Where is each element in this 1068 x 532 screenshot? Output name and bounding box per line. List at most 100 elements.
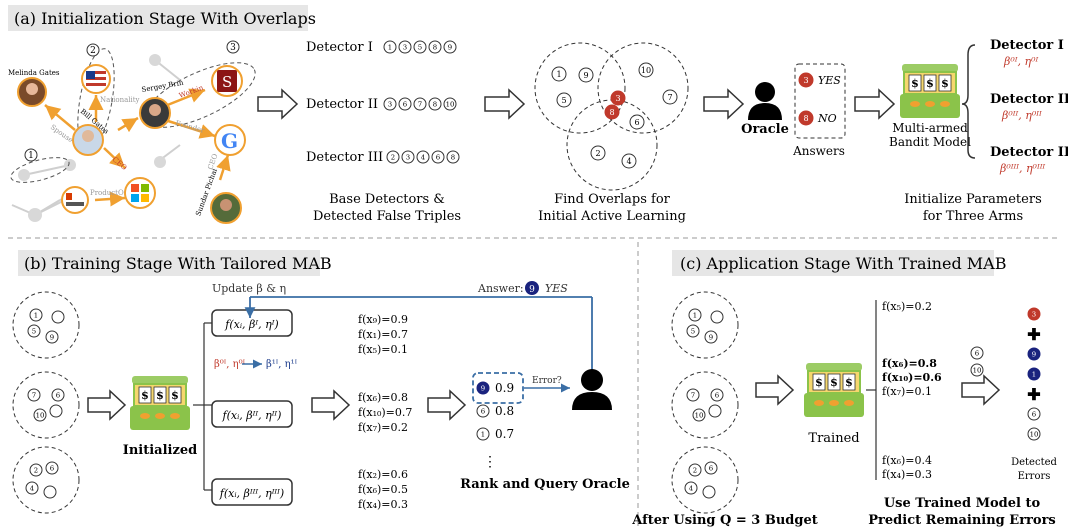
score-value: f(x₁₀)=0.7 <box>358 406 412 419</box>
detector-item: 6 <box>431 150 445 164</box>
circled-number-text: 6 <box>715 392 719 400</box>
circled-number-text: 3 <box>406 154 410 162</box>
rank-item: 1 <box>476 427 490 441</box>
branch-lines <box>193 322 212 491</box>
svg-text:G: G <box>221 129 238 153</box>
score-value: f(x₆)=0.4 <box>882 454 932 467</box>
score-function: f(xᵢ, βᴵᴵ, ηᴵᴵ) <box>222 409 282 422</box>
branch-lines-c <box>866 300 877 480</box>
bandit-machine-icon: $$$ <box>804 363 864 417</box>
feedback-loop <box>244 296 593 370</box>
circled-number-text: 2 <box>693 467 697 475</box>
cluster-circle <box>12 371 80 439</box>
stage-b-title: (b) Training Stage With Tailored MAB <box>24 254 332 273</box>
score-value: f(x₆)=0.5 <box>358 483 408 496</box>
cluster-circle <box>12 291 80 359</box>
detector-name: Detector II <box>306 97 378 112</box>
venn-item: 7 <box>662 89 678 105</box>
detector-item: 3 <box>401 150 415 164</box>
circled-number-text: 5 <box>32 328 36 336</box>
office-logo-icon <box>61 186 89 214</box>
venn-item: 6 <box>629 114 645 130</box>
stage-b: (b) Training Stage With Tailored MAB 1 5 9… <box>12 250 630 514</box>
caption-detectors-1: Base Detectors & <box>329 192 445 207</box>
score-value: f(x₁₀)=0.6 <box>882 371 942 384</box>
avatar <box>139 97 171 129</box>
error-label: Error? <box>532 376 562 386</box>
stage-a-title: (a) Initialization Stage With Overlaps <box>14 9 316 28</box>
circled-number-text: 7 <box>32 392 36 400</box>
circled-number-text: 6 <box>634 118 639 127</box>
detector-item: 9 <box>443 40 457 54</box>
venn-item: 2 <box>590 145 606 161</box>
answer-item: 3 <box>798 72 814 88</box>
stage-c-caption-2: Predict Remaining Errors <box>868 513 1055 528</box>
circled-number-text: 8 <box>803 114 808 123</box>
circled-number-text: 10 <box>1030 431 1039 439</box>
answer-label: Answer: <box>477 282 524 295</box>
stage-a-title-bg <box>8 5 308 31</box>
circled-number-text: 1 <box>481 431 485 439</box>
price-symbol: $ <box>911 77 919 90</box>
answer-text: YES <box>818 74 841 87</box>
detected-item: 3 <box>1027 307 1041 321</box>
circled-number-text: 6 <box>975 350 979 358</box>
cluster-item: 2 <box>688 463 702 477</box>
cluster-item: 6 <box>704 461 718 475</box>
cluster-item: 7 <box>686 388 700 402</box>
circled-number-text: 5 <box>418 44 422 52</box>
circled-number-text: 4 <box>30 485 35 493</box>
circled-number-text: 3 <box>615 94 620 103</box>
score-value: f(x₇)=0.2 <box>358 421 408 434</box>
score-value: f(x₉)=0.9 <box>358 313 408 326</box>
circled-number-text: 10 <box>641 66 651 75</box>
price-symbol: $ <box>156 389 164 402</box>
circled-number: 2 <box>90 46 96 56</box>
score-value: f(x₆)=0.8 <box>358 391 408 404</box>
oracle-person-icon <box>572 369 612 410</box>
param-new: β¹ᴵ, η¹ᴵ <box>266 359 298 370</box>
mab-label-1: Multi-armed <box>892 121 968 135</box>
rank-item: 6 <box>476 404 490 418</box>
circled-number-text: 3 <box>388 101 392 109</box>
stage-c-caption-1: Use Trained Model to <box>884 496 1041 511</box>
cluster-item: 6 <box>45 461 59 475</box>
circled-number-text: 8 <box>433 44 437 52</box>
edge-label: Nationality <box>100 96 140 104</box>
circled-number-text: 6 <box>403 101 407 109</box>
stage-a: (a) Initialization Stage With Overlaps <box>8 5 1068 224</box>
cluster-item: 10 <box>692 408 706 422</box>
rank-score: 0.8 <box>495 404 514 418</box>
circled-number-text: 10 <box>446 101 455 109</box>
svg-text:S: S <box>222 73 232 91</box>
circled-number-text: 9 <box>50 334 54 342</box>
usa-flag-icon <box>81 64 111 94</box>
circled-number-text: 10 <box>36 412 45 420</box>
arm-name: Detector I <box>990 38 1064 53</box>
detector-item: 8 <box>428 97 442 111</box>
cluster-item: 2 <box>29 463 43 477</box>
person-name: Melinda Gates <box>8 69 60 77</box>
cluster-circle <box>671 446 739 514</box>
circled-number-text: 6 <box>1032 411 1036 419</box>
circled-number-text: 10 <box>973 367 982 375</box>
answer-text: YES <box>545 282 568 295</box>
circled-number-text: 2 <box>391 154 395 162</box>
detector-item: 1 <box>383 40 397 54</box>
arm-name: Detector III <box>990 145 1068 160</box>
selected-item: 6 <box>970 346 984 360</box>
circled-number-text: 5 <box>691 328 695 336</box>
score-function-box <box>211 478 293 506</box>
price-symbol: $ <box>141 389 149 402</box>
cluster-circle <box>671 371 739 439</box>
answer-num: 9 <box>529 285 535 295</box>
venn-item: 8 <box>604 104 620 120</box>
detected-label-1: Detected <box>1011 457 1057 468</box>
stage-c-title: (c) Application Stage With Trained MAB <box>680 254 1006 273</box>
score-value: f(x₁)=0.7 <box>358 328 408 341</box>
circled-number-text: 9 <box>448 44 452 52</box>
mab-label-2: Bandit Model <box>889 135 971 149</box>
circled-number-text: 7 <box>691 392 695 400</box>
